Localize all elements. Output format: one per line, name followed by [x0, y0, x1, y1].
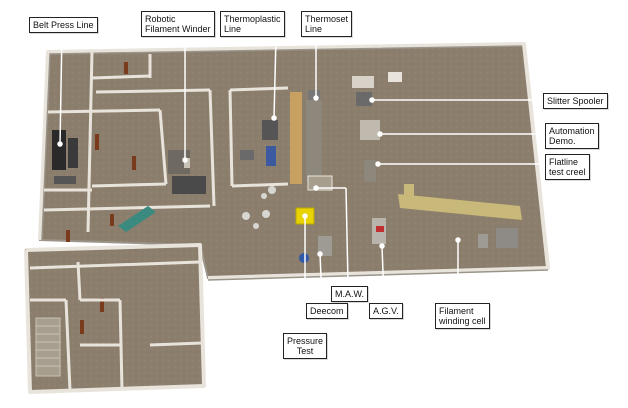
- annex-walls: [29, 260, 203, 391]
- outer-walls: [24, 42, 550, 394]
- label-maw: M.A.W.: [331, 286, 368, 302]
- annex-stairs: [35, 317, 61, 377]
- agv-machine: [372, 218, 386, 244]
- slitter-machine: [352, 72, 402, 182]
- label-agv: A.G.V.: [369, 303, 403, 319]
- label-thermoset-line: Thermoset Line: [301, 11, 353, 37]
- label-robotic-filament-winder: Robotic Filament Winder: [141, 11, 215, 37]
- label-pressure-test: Pressure Test: [283, 333, 328, 359]
- office-doors: [66, 62, 136, 334]
- center-room-walls: [228, 86, 289, 188]
- wall-shadows: [41, 45, 549, 281]
- thermoplastic-machine: [240, 120, 278, 166]
- label-belt-press-line: Belt Press Line: [29, 17, 98, 33]
- deecom-machine: [299, 236, 332, 263]
- label-slitter-spooler: Slitter Spooler: [543, 93, 608, 109]
- label-filament-winding-cell: Filament winding cell: [435, 303, 490, 329]
- label-automation-demo: Automation Demo.: [545, 123, 599, 149]
- thermoset-machine: [290, 90, 322, 184]
- callout-pointers: [57, 31, 544, 330]
- label-flatline-test-creel: Flatline test creel: [545, 154, 590, 180]
- label-thermoplastic-line: Thermoplastic Line: [220, 11, 285, 37]
- left-office-walls: [43, 51, 216, 233]
- label-deecom: Deecom: [306, 303, 348, 319]
- belt-press-machine: [52, 130, 78, 184]
- filament-cell-machine: [398, 184, 522, 248]
- tables-chairs: [242, 186, 276, 229]
- teal-ramp: [118, 206, 156, 232]
